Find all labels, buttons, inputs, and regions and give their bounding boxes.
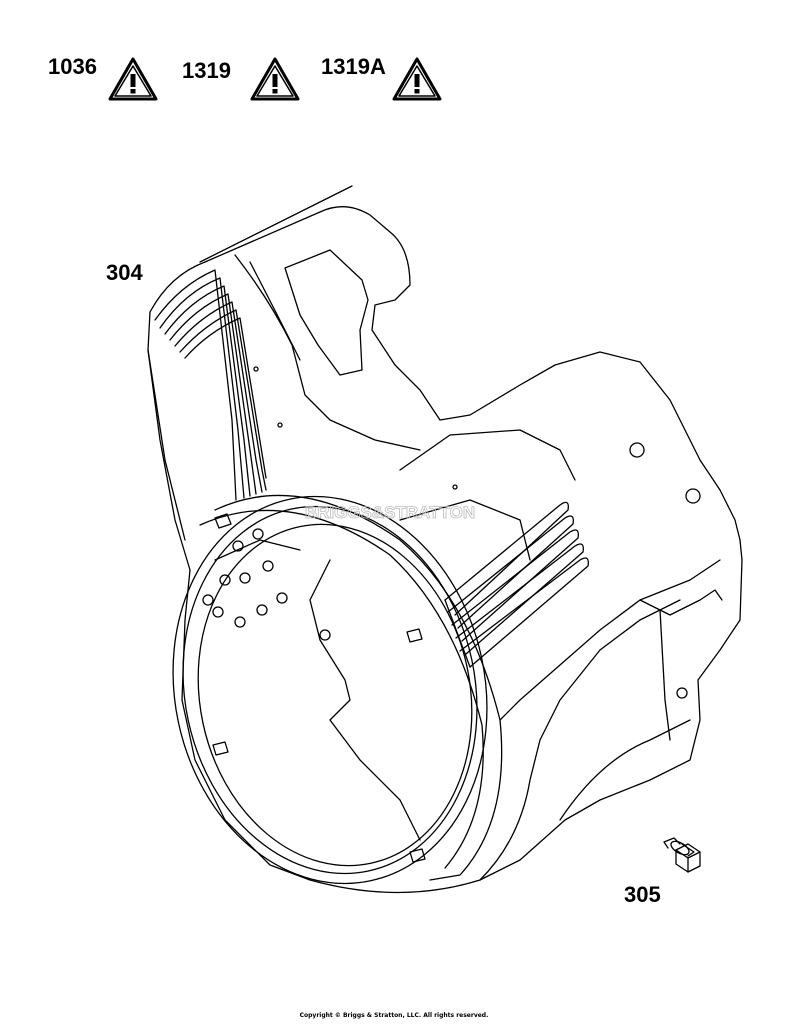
warning-triangle-icon	[108, 57, 158, 101]
part-number-304: 304	[106, 260, 143, 285]
warning-triangle-icon	[392, 57, 442, 101]
mounting-pegs	[212, 513, 426, 863]
blower-housing	[147, 185, 743, 894]
part-number-305: 305	[624, 882, 661, 907]
warning-triangle-icon	[250, 57, 300, 101]
plate-holes	[202, 528, 331, 641]
hex-flange-bolt	[663, 837, 701, 873]
copyright-notice: Copyright © Briggs & Stratton, LLC. All …	[299, 1012, 489, 1019]
watermark-text: BRIGGS&STRATTON	[305, 503, 475, 522]
warning-code-1036: 1036	[48, 54, 97, 79]
warning-code-1319: 1319	[182, 58, 231, 83]
warning-code-1319A: 1319A	[321, 54, 386, 79]
